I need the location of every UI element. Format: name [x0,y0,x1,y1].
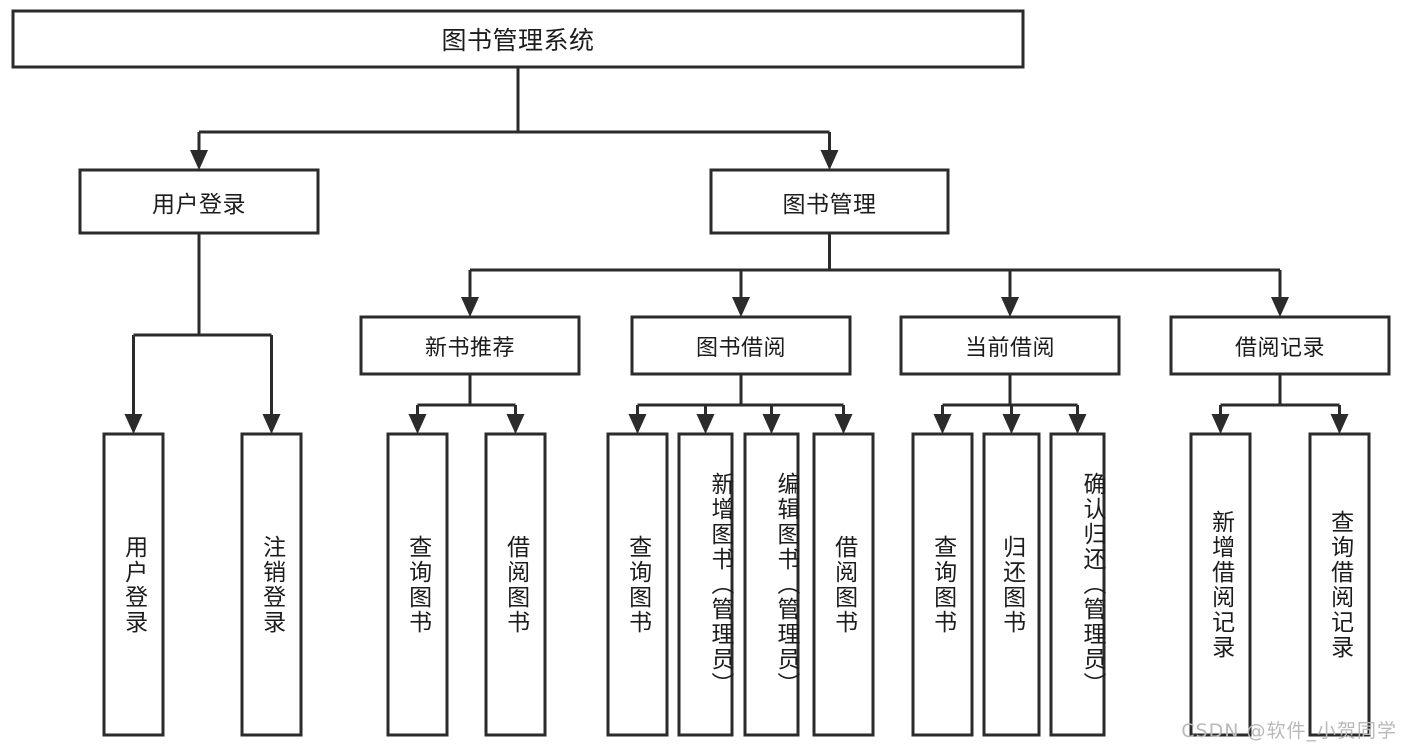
node-box-user-login[interactable] [78,168,320,235]
node-box-book-borrow[interactable] [630,315,852,376]
node-box-leaf-add-record[interactable] [1189,432,1252,737]
arrowhead-leaf-query-book-current [933,414,952,434]
node-box-new-book-recommend[interactable] [359,315,581,376]
arrowhead-leaf-borrow-book [834,414,853,434]
node-box-leaf-borrow-book[interactable] [812,432,875,737]
node-box-book-management[interactable] [709,168,950,235]
node-box-leaf-user-login[interactable] [102,432,165,737]
node-box-leaf-add-book-admin[interactable] [677,432,734,737]
connector-layer [124,67,1349,434]
node-box-borrow-records[interactable] [1169,315,1391,376]
arrowhead-leaf-return-book [1002,414,1021,434]
node-box-root[interactable] [11,9,1025,69]
node-box-leaf-confirm-return-admin[interactable] [1049,432,1106,737]
node-box-current-borrow[interactable] [899,315,1121,376]
arrowhead-leaf-query-book-borrow [628,414,647,434]
arrowhead-leaf-confirm-return-admin [1068,414,1087,434]
node-box-leaf-query-book-current[interactable] [911,432,974,737]
arrowhead-leaf-borrow-book-new [506,414,525,434]
arrowhead-leaf-query-record [1330,414,1349,434]
arrowhead-borrow-records [1271,297,1289,317]
node-box-leaf-borrow-book-new[interactable] [484,432,547,737]
arrowhead-leaf-user-login [124,414,143,434]
node-box-leaf-edit-book-admin[interactable] [743,432,800,737]
arrowhead-leaf-edit-book-admin [762,414,781,434]
node-box-leaf-query-record[interactable] [1308,432,1371,737]
arrowhead-leaf-logout [262,414,281,434]
arrowhead-book-management [820,150,839,170]
arrowhead-leaf-add-book-admin [696,414,715,434]
arrowhead-leaf-add-record [1211,414,1230,434]
node-box-layer [11,9,1391,737]
node-box-leaf-query-book-borrow[interactable] [606,432,669,737]
arrowhead-new-book-recommend [461,297,479,317]
arrowhead-leaf-query-book-new [408,414,427,434]
node-box-leaf-logout[interactable] [240,432,303,737]
arrowhead-user-login [190,150,208,170]
arrowhead-book-borrow [732,297,750,317]
node-box-leaf-query-book-new[interactable] [386,432,449,737]
arrowhead-current-borrow [1001,297,1019,317]
node-box-leaf-return-book[interactable] [982,432,1041,737]
